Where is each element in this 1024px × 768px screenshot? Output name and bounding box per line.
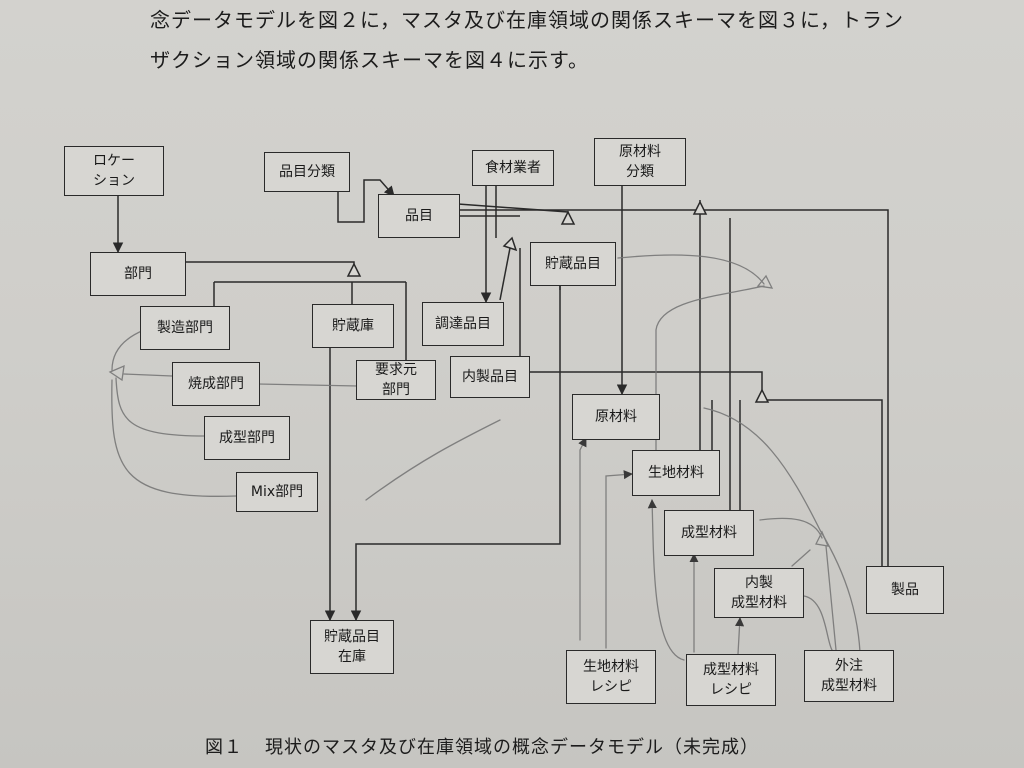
entity-raw-material-category: 原材料 分類 [594,138,686,186]
pencil-manufacturing-link [111,329,145,371]
pencil-to-inhouse [791,549,811,567]
pencil-to-mix [111,379,237,497]
figure-title: 現状のマスタ及び在庫領域の概念データモデル（未完成） [265,737,759,758]
pencil-stored-raw [617,254,765,285]
line-item-product [458,209,889,566]
line-item-procured-2 [499,247,511,301]
entity-location: ロケー ション [64,146,164,196]
entity-stored-item-stock: 貯蔵品目 在庫 [310,620,394,674]
pencil-faint [365,419,501,501]
entity-food-supplier: 食材業者 [472,150,554,186]
entity-item: 品目 [378,194,460,238]
entity-molding-department: 成型部門 [204,416,290,460]
pencil-to-inhouse-molded [735,617,745,655]
entity-outsourced-molded-material: 外注 成型材料 [804,650,894,702]
entity-procured-item: 調達品目 [422,302,504,346]
entity-dough-material-recipe: 生地材料 レシピ [566,650,656,704]
intro-text-line-1: 念データモデルを図２に，マスタ及び在庫領域の関係スキーマを図３に，トラン [150,8,904,32]
entity-molded-material-recipe: 成型材料 レシピ [686,654,776,706]
entity-raw-material: 原材料 [572,394,660,440]
entity-inhouse-molded-material: 内製 成型材料 [714,568,804,618]
entity-manufacturing-department: 製造部門 [140,306,230,350]
figure-number: 図１ [205,737,243,758]
entity-dough-material: 生地材料 [632,450,720,496]
entity-baking-department: 焼成部門 [172,362,260,406]
line-inhouse-subtypes [528,371,763,392]
pencil-inhouse-outsourced [803,595,833,651]
pencil-baking-requesting [257,383,359,387]
figure-caption: 図１ 現状のマスタ及び在庫領域の概念データモデル（未完成） [205,733,759,759]
pencil-recipe-raw [578,437,587,641]
line-category-item [337,179,395,223]
pencil-triangle-2 [756,274,774,289]
pencil-molded-subtype [759,517,823,539]
entity-mix-department: Mix部門 [236,472,318,512]
intro-text-line-2: ザクション領域の関係スキーマを図４に示す。 [150,48,589,72]
pencil-to-baking [123,373,173,377]
entity-inhouse-item: 内製品目 [450,356,530,398]
pencil-molded-recipe-dough [647,499,685,661]
entity-storage: 貯蔵庫 [312,304,394,348]
entity-stored-item: 貯蔵品目 [530,242,616,286]
entity-molded-material: 成型材料 [664,510,754,556]
entity-department: 部門 [90,252,186,296]
pencil-to-molding [115,377,207,437]
line-department-hub [186,261,355,274]
pencil-to-dough [655,285,765,461]
pencil-long-curve [703,407,861,653]
pencil-triangle [108,364,125,382]
pencil-to-outsourced [825,545,837,651]
line-inhouse-product [762,399,883,566]
entity-product: 製品 [866,566,944,614]
entity-requesting-department: 要求元 部門 [356,360,436,400]
line-stored-stock [350,286,561,622]
pencil-recipe-dough [605,470,633,649]
entity-item-category: 品目分類 [264,152,350,192]
line-item-subtypes [457,203,569,222]
